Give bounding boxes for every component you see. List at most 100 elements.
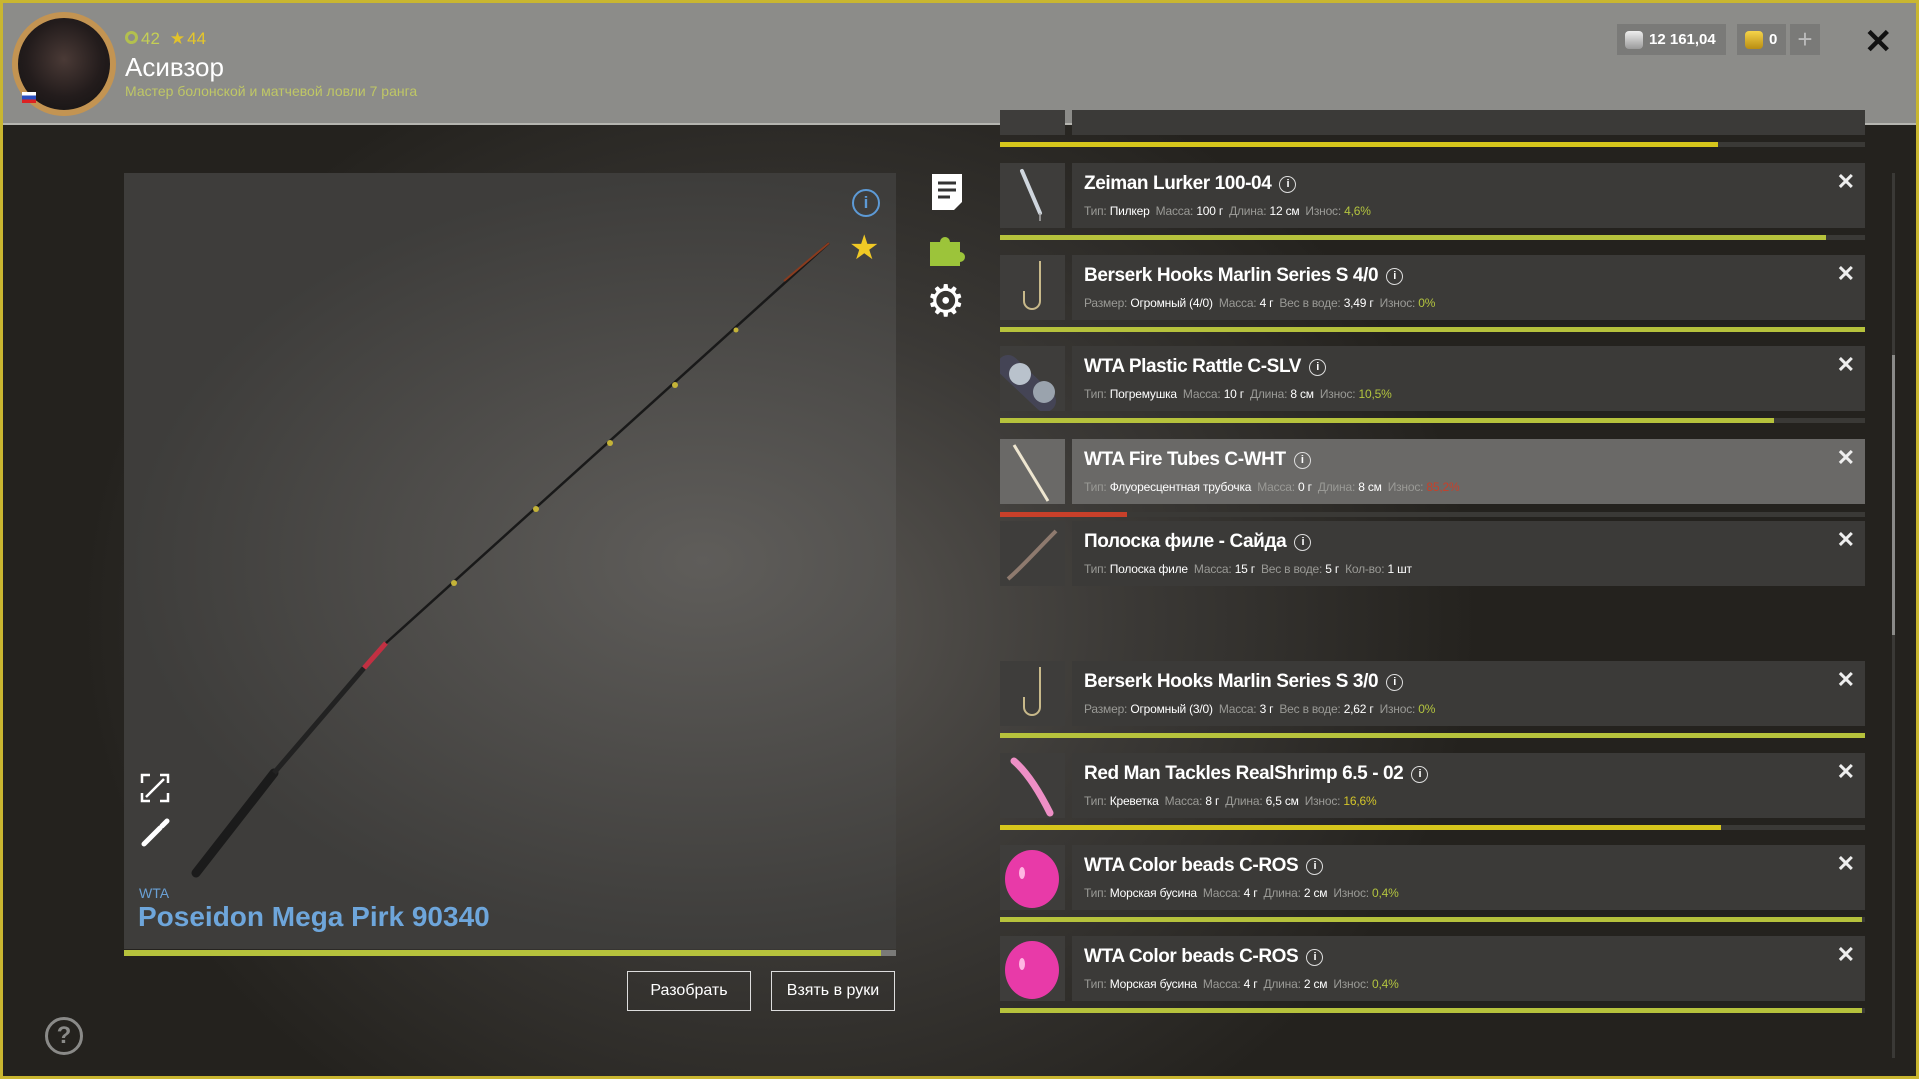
meta-value: 8 см (1358, 480, 1382, 494)
remove-item-button[interactable]: ✕ (1836, 942, 1855, 967)
disassemble-button[interactable]: Разобрать (627, 971, 751, 1011)
info-icon[interactable]: i (1306, 857, 1324, 875)
info-icon[interactable]: i (1386, 267, 1404, 285)
remove-item-button[interactable]: ✕ (1836, 527, 1855, 552)
meta-label: Длина: (1263, 886, 1301, 900)
remove-item-button[interactable]: ✕ (1836, 352, 1855, 377)
meta-value: Креветка (1109, 794, 1159, 808)
wear-bar (1000, 235, 1865, 240)
meta-label: Вес в воде: (1260, 562, 1323, 576)
meta-label: Вес в воде: (1279, 702, 1341, 716)
shrimp-icon (1010, 757, 1054, 817)
wear-label: Износ: (1379, 296, 1416, 310)
pilker-icon (1020, 169, 1042, 221)
item-name: Red Man Tackles RealShrimp 6.5 - 02 (1084, 763, 1404, 784)
info-icon[interactable]: i (1411, 765, 1429, 783)
info-icon[interactable]: i (1279, 175, 1297, 193)
info-icon[interactable]: i (1293, 451, 1311, 469)
meta-value: 2,62 г (1343, 702, 1374, 716)
scrollbar[interactable] (1892, 173, 1895, 1058)
remove-item-button[interactable]: ✕ (1836, 851, 1855, 876)
wear-bar (1000, 512, 1865, 517)
meta-label: Длина: (1249, 387, 1288, 401)
rod-brand: WTA (139, 885, 170, 901)
take-in-hands-button[interactable]: Взять в руки (771, 971, 895, 1011)
meta-value: 15 г (1234, 562, 1255, 576)
paint-brush-icon[interactable] (140, 818, 170, 848)
bead-icon (1005, 941, 1059, 999)
meta-label: Размер: (1084, 296, 1128, 310)
meta-value: Погремушка (1109, 387, 1177, 401)
remove-item-button[interactable]: ✕ (1836, 759, 1855, 784)
rod-image (191, 242, 830, 878)
meta-value: 4 г (1243, 977, 1258, 991)
remove-item-button[interactable]: ✕ (1836, 169, 1855, 194)
meta-value: Огромный (4/0) (1130, 296, 1213, 310)
info-icon[interactable]: i (1294, 533, 1312, 551)
item-name: Zeiman Lurker 100-04 (1084, 173, 1272, 194)
wear-bar (1000, 917, 1865, 922)
help-button[interactable]: ? (45, 1017, 83, 1055)
favorite-star-icon[interactable]: ★ (849, 229, 880, 267)
rod-preview[interactable]: i ★ (124, 173, 896, 949)
meta-value: 100 г (1196, 204, 1224, 218)
remove-item-button[interactable]: ✕ (1836, 445, 1855, 470)
meta-label: Масса: (1202, 977, 1241, 991)
list-item-partial[interactable] (1000, 110, 1865, 135)
meta-value: 4 г (1243, 886, 1258, 900)
info-icon[interactable]: i (1306, 948, 1324, 966)
meta-label: Тип: (1084, 562, 1107, 576)
wear-value: 0,4% (1372, 886, 1399, 900)
meta-label: Тип: (1084, 204, 1107, 218)
meta-label: Масса: (1202, 886, 1241, 900)
meta-value: Полоска филе (1109, 562, 1188, 576)
info-icon[interactable]: i (852, 189, 880, 217)
meta-label: Длина: (1229, 204, 1267, 218)
meta-label: Масса: (1257, 480, 1295, 494)
meta-label: Тип: (1084, 886, 1107, 900)
info-icon[interactable]: i (1309, 358, 1327, 376)
gold-coins-icon (1745, 30, 1763, 49)
wear-label: Износ: (1333, 977, 1369, 991)
item-thumbnail (1000, 439, 1065, 504)
meta-value: 2 см (1303, 886, 1328, 900)
item-name: WTA Fire Tubes C-WHT (1084, 449, 1286, 470)
remove-item-button[interactable]: ✕ (1836, 261, 1855, 286)
document-icon[interactable] (930, 172, 964, 212)
expand-icon[interactable] (140, 773, 170, 803)
scrollbar-thumb[interactable] (1892, 355, 1895, 635)
settings-gear-icon[interactable]: ⚙ (926, 277, 966, 326)
hook-icon (1023, 261, 1041, 310)
wear-value: 0% (1418, 296, 1436, 310)
meta-value: 4 г (1259, 296, 1274, 310)
meta-value: Морская бусина (1109, 886, 1197, 900)
remove-item-button[interactable]: ✕ (1836, 667, 1855, 692)
close-button[interactable]: ✕ (1864, 23, 1893, 61)
wear-value: 4,6% (1344, 204, 1371, 218)
level: 42 (125, 29, 160, 49)
level-ring-icon (125, 31, 138, 44)
add-gold-button[interactable]: + (1790, 24, 1820, 55)
info-icon[interactable]: i (1386, 673, 1404, 691)
meta-label: Кол-во: (1345, 562, 1385, 576)
puzzle-icon[interactable] (928, 228, 968, 268)
meta-label: Масса: (1164, 794, 1203, 808)
meta-value: Морская бусина (1109, 977, 1197, 991)
